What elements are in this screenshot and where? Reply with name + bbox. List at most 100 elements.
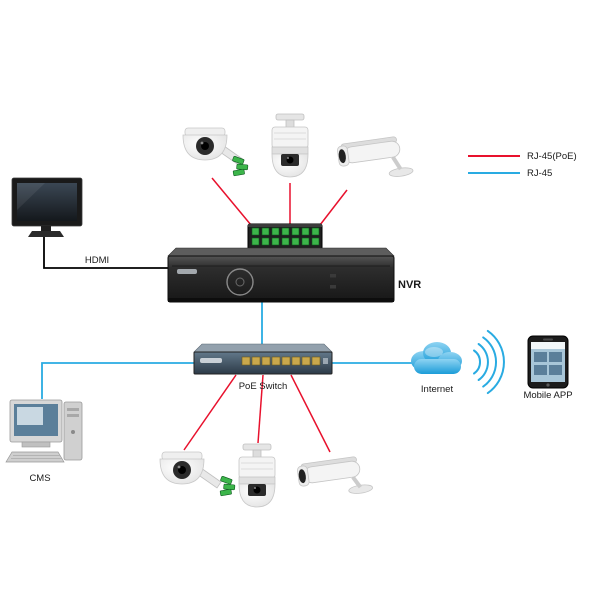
poe-port — [271, 237, 280, 246]
nvr-bottom-edge — [168, 298, 394, 302]
tower-power-button — [71, 430, 75, 434]
dome-camera-top-icon — [182, 127, 249, 177]
lens-pupil — [178, 466, 186, 474]
nvr-jog-dial — [226, 268, 254, 296]
nvr-label: NVR — [398, 279, 421, 291]
cloud-base — [414, 359, 461, 374]
connector — [236, 163, 249, 171]
mount-arm — [391, 156, 403, 171]
poe-port — [311, 227, 320, 236]
ceiling-mount — [242, 443, 272, 451]
camera-lens — [298, 469, 306, 484]
nvr-logo — [177, 269, 197, 274]
line-switch-to-cms — [41, 362, 196, 399]
line-switch-to-bottom-ptz — [257, 374, 264, 444]
monitor-screen — [17, 183, 77, 221]
cms-workstation-icon: CMS — [5, 399, 83, 484]
rj45-port — [281, 356, 291, 366]
phone-speaker — [543, 338, 553, 341]
app-tile — [549, 352, 562, 362]
cms-screen-window — [17, 407, 43, 425]
poe-port — [301, 237, 310, 246]
app-tile — [549, 365, 562, 375]
hdmi-label: HDMI — [85, 255, 109, 266]
dome-camera-bottom-icon — [159, 451, 236, 497]
poe-port — [271, 227, 280, 236]
poe-port — [251, 237, 260, 246]
legend-poe-label: RJ-45(PoE) — [527, 151, 577, 162]
connector — [223, 483, 236, 491]
lens-glint — [254, 487, 256, 489]
poe-switch-label: PoE Switch — [239, 381, 288, 392]
wifi-arc — [477, 343, 489, 381]
legend-lan-label: RJ-45 — [527, 168, 552, 179]
poe-port — [301, 227, 310, 236]
line-top-dome-to-injector — [211, 177, 252, 226]
ptz-body — [238, 456, 276, 479]
cms-monitor-base — [21, 441, 51, 448]
uplink-port — [323, 358, 328, 364]
rj45-port — [261, 356, 271, 366]
speed-dome-camera-top-icon — [271, 113, 309, 178]
nvr-usb-port — [330, 285, 336, 289]
wifi-arc — [473, 349, 481, 375]
cloud-highlight — [425, 347, 443, 357]
wifi-arc — [482, 336, 497, 388]
wifi-arc — [486, 329, 505, 395]
poe-port — [291, 227, 300, 236]
mount-arm — [351, 475, 362, 489]
ptz-band — [271, 146, 309, 155]
wifi-signal-icon — [473, 329, 505, 395]
connector — [219, 488, 232, 497]
line-top-bullet-to-injector — [319, 189, 348, 226]
line-monitor-to-nvr — [43, 237, 168, 269]
lens-glint — [200, 141, 204, 145]
poe-port — [311, 237, 320, 246]
cable-connectors — [219, 475, 236, 497]
lan-connection-lines — [41, 302, 412, 399]
tower-drive-bay — [67, 414, 79, 417]
rj45-port — [271, 356, 281, 366]
poe-port — [261, 237, 270, 246]
line-switch-to-bottom-dome — [183, 374, 237, 451]
rj45-port — [241, 356, 251, 366]
nvr-front-face — [167, 255, 395, 303]
lens-glint — [177, 465, 181, 469]
bullet-camera-bottom-icon — [297, 456, 373, 494]
ptz-body — [271, 126, 309, 149]
monitor-base — [28, 231, 64, 237]
poe-injector-icon — [247, 223, 323, 252]
cable-connectors — [232, 155, 249, 177]
internet-label: Internet — [421, 384, 454, 395]
hdmi-monitor-icon: HDMI — [11, 177, 109, 266]
injector-ports — [251, 227, 320, 246]
poe-port — [291, 237, 300, 246]
nvr-usb-port — [330, 274, 336, 278]
switch-top-face — [193, 343, 333, 353]
connector — [232, 168, 245, 177]
lens-pupil — [201, 142, 209, 150]
poe-switch-icon: PoE Switch — [193, 343, 333, 392]
line-switch-to-bottom-bullet — [290, 374, 331, 453]
mobile-phone-icon: Mobile APP — [523, 335, 573, 401]
app-tile — [534, 352, 547, 362]
switch-logo — [200, 358, 222, 363]
screen-glare — [17, 183, 45, 210]
internet-cloud-icon: Internet — [411, 342, 462, 395]
rj45-port — [311, 356, 321, 366]
camera-lens — [338, 149, 346, 164]
poe-port — [261, 227, 270, 236]
nvr-icon: NVR — [167, 247, 421, 303]
poe-port — [281, 237, 290, 246]
ptz-band — [238, 476, 276, 485]
ceiling-mount — [275, 113, 305, 121]
legend: RJ-45(PoE) RJ-45 — [468, 151, 577, 179]
poe-port — [251, 227, 260, 236]
poe-connection-lines — [183, 177, 348, 453]
bullet-camera-top-icon — [337, 136, 414, 177]
tower-drive-bay — [67, 408, 79, 411]
cms-keyboard — [5, 451, 65, 463]
connector — [232, 155, 245, 165]
